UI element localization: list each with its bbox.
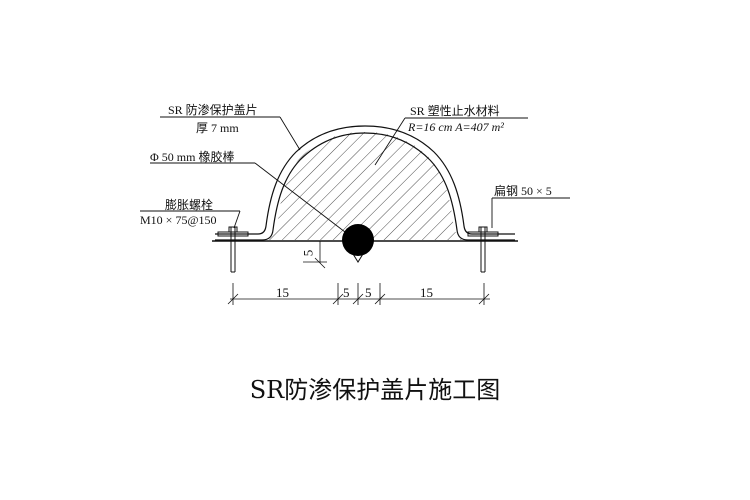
sealant-material-label: SR 塑性止水材料 (410, 104, 500, 118)
dimension-right-15: 15 (420, 285, 433, 300)
dimension-5-left: 5 (343, 285, 350, 300)
dimension-left-15: 15 (276, 285, 289, 300)
diagram-title: SR防渗保护盖片施工图 (249, 376, 501, 404)
cover-thickness-label: 厚 7 mm (196, 121, 239, 135)
sealant-spec-label: R=16 cm A=407 m² (408, 120, 504, 134)
dimension-depth-5: 5 (300, 249, 316, 257)
dimension-5-right: 5 (365, 285, 372, 300)
bolt-name-label: 膨胀螺栓 (165, 198, 214, 212)
cover-sheet-outer (215, 125, 515, 235)
bolt-spec-label: M10 × 75@150 (140, 213, 217, 227)
rubber-rod-label: Φ 50 mm 橡胶棒 (150, 150, 235, 164)
flat-steel-label: 扁钢 50 × 5 (494, 184, 552, 198)
rubber-rod (342, 224, 374, 256)
cover-sheet-label: SR 防渗保护盖片 (168, 103, 258, 117)
cover-sheet-inner (215, 132, 515, 241)
